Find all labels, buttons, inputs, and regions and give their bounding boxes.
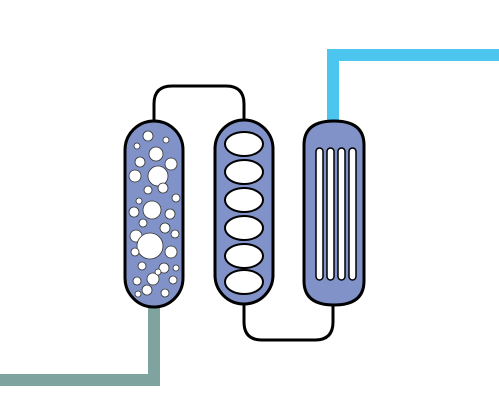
bubble	[135, 197, 143, 205]
tube	[326, 147, 335, 281]
bubble	[142, 130, 154, 142]
bubble	[133, 142, 141, 150]
bubble	[138, 218, 148, 228]
bubble	[154, 268, 162, 276]
bubble	[170, 229, 180, 239]
bubble	[134, 290, 142, 298]
bubble	[132, 276, 142, 286]
outlet-pipe	[327, 49, 499, 126]
bubble	[172, 264, 180, 272]
bubble	[148, 146, 164, 162]
bubble	[143, 185, 153, 195]
bubble	[128, 206, 140, 218]
top-connector	[152, 84, 246, 124]
oval-chamber	[224, 159, 264, 185]
oval-chamber	[224, 215, 264, 241]
bubble	[160, 288, 170, 298]
tube	[348, 147, 357, 281]
bubble	[134, 156, 146, 168]
bubble	[164, 245, 178, 259]
bubble	[168, 275, 178, 285]
bubble	[130, 247, 140, 257]
bubble	[164, 208, 176, 220]
bubble	[164, 157, 178, 171]
tube-column	[302, 119, 366, 307]
oval-chamber	[224, 243, 264, 269]
tube	[337, 147, 346, 281]
bubble	[142, 200, 162, 220]
bubble	[137, 261, 147, 271]
bubble	[158, 262, 170, 274]
oval-chamber	[224, 269, 264, 295]
bubble	[171, 193, 181, 203]
bubble	[162, 136, 170, 144]
bubble	[141, 284, 153, 296]
bubble-group	[128, 130, 181, 298]
oval-chamber-group	[224, 131, 264, 295]
bottom-connector	[242, 296, 335, 342]
oval-chamber	[224, 187, 264, 213]
oval-chamber	[224, 131, 264, 157]
bubble	[128, 169, 142, 183]
bubble-column	[123, 119, 185, 309]
inlet-pipe	[0, 298, 160, 386]
plate-column	[213, 118, 275, 306]
bubble	[136, 232, 164, 260]
bubble	[146, 272, 160, 286]
bubble	[159, 222, 171, 234]
tube	[315, 147, 324, 281]
tube-group	[315, 147, 357, 281]
bubble	[157, 182, 169, 194]
